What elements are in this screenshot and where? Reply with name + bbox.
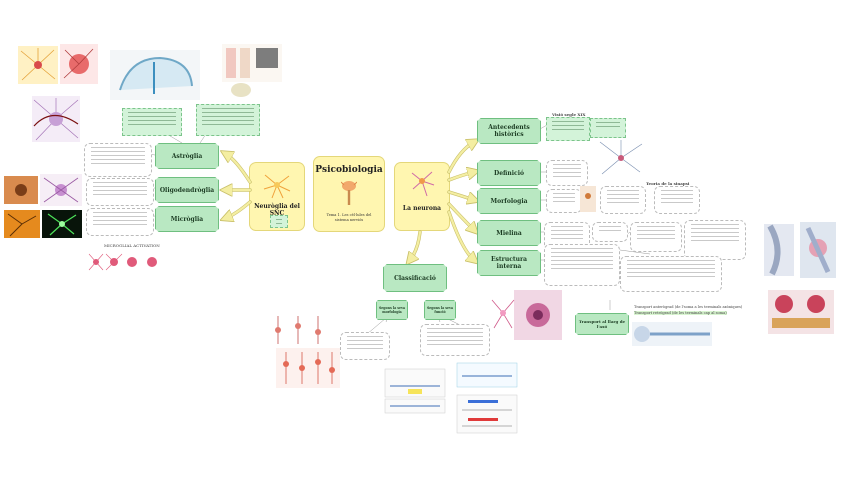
note-astro-green-2 (196, 104, 260, 136)
neuron-image-small (580, 186, 596, 212)
function-diagram-4 (456, 394, 518, 434)
central-topic-title: Psicobiologia (315, 165, 383, 175)
note-sinapsi-2 (654, 186, 700, 214)
neuron-icon (411, 171, 435, 197)
myelin-image-1 (764, 224, 794, 276)
golgi-drawing (599, 140, 643, 175)
node-microglia-label: Micròglia (170, 215, 204, 223)
note-definicio (546, 160, 588, 186)
microglial-activation-label: MICROGLIAL ACTIVATION (104, 243, 160, 248)
note-astro-green-1 (122, 108, 182, 136)
astrocyte-image-2 (60, 44, 98, 84)
node-definicio-label: Definició (494, 169, 524, 177)
note-estructura (544, 244, 620, 286)
node-oligodendroglia-label: Oligodendròglia (159, 186, 215, 194)
central-topic-subtitle: Tema 1. Les cèl·lules del sistema nervió… (326, 213, 372, 222)
microglia-activation-row (88, 253, 157, 271)
node-astroglia[interactable]: Astròglia (155, 143, 219, 169)
node-transport[interactable]: Transport al llarg de l'axó (575, 313, 629, 335)
note-microglia (86, 208, 154, 236)
synapse-title-label: Teoria de la sinapsi (646, 181, 690, 186)
note-estructura-2 (630, 222, 682, 252)
node-morfologia[interactable]: Morfologia (477, 188, 541, 214)
transport-label-2: Transport retrògrad (de les terminals ca… (634, 311, 727, 315)
node-transport-label: Transport al llarg de l'axó (578, 319, 626, 329)
node-estructura[interactable]: Estructura interna (477, 250, 541, 276)
astrocyte-image-1 (18, 46, 58, 84)
function-diagram-1 (384, 368, 446, 398)
node-microglia[interactable]: Micròglia (155, 206, 219, 232)
function-diagram-3 (384, 398, 446, 414)
node-classificacio-label: Classificació (394, 274, 436, 282)
oligodendrocyte-image-1 (4, 176, 38, 204)
neuroglia-title: Neuròglia del SNC (254, 203, 300, 217)
note-antecedents (546, 117, 590, 141)
myelin-image-3 (768, 290, 834, 334)
organelles-image (514, 290, 562, 340)
hist-title-label: Visió segle XIX (552, 112, 586, 117)
neuron-illustration (341, 181, 357, 205)
neuroglia-note (270, 215, 288, 228)
brain-diagram (110, 50, 200, 100)
node-estructura-label: Estructura interna (490, 256, 528, 270)
neuron-card[interactable]: La neurona (395, 163, 449, 230)
node-classif-morfologia-label: Segons la seva morfologia (378, 306, 406, 314)
morphology-types-image (275, 316, 321, 344)
microglia-image-1 (4, 210, 40, 238)
function-diagram-2 (456, 362, 518, 388)
note-oligodendroglia (86, 178, 154, 206)
node-classificacio[interactable]: Classificació (383, 264, 447, 292)
spinal-image (231, 83, 251, 97)
node-definicio[interactable]: Definició (477, 160, 541, 186)
node-astroglia-label: Astròglia (171, 152, 203, 160)
neuron-types-image (276, 348, 340, 388)
note-mielina-2 (592, 222, 628, 242)
node-mielina[interactable]: Mielina (477, 220, 541, 246)
histology-image (222, 44, 282, 82)
axon-transport-image (632, 322, 712, 346)
note-estructura-4 (620, 256, 722, 292)
oligodendrocyte-image-2 (40, 174, 82, 206)
node-morfologia-label: Morfologia (490, 197, 528, 205)
note-estructura-3 (684, 220, 746, 260)
neuron-title: La neurona (402, 205, 442, 212)
central-topic-card[interactable]: Psicobiologia Tema 1. Les cèl·lules del … (314, 157, 384, 231)
myelin-image-2 (800, 222, 836, 278)
node-classif-morfologia[interactable]: Segons la seva morfologia (376, 300, 408, 320)
neuroglia-card[interactable]: Neuròglia del SNC (250, 163, 304, 230)
microglia-image-2 (42, 210, 82, 238)
note-classif-morfologia (340, 332, 390, 360)
transport-label-1: Transport anterògrad (de l'soma a les te… (634, 305, 743, 309)
node-classif-funcio[interactable]: Segons la seva funció (424, 300, 456, 320)
note-astroglia (84, 143, 152, 177)
node-classif-funcio-label: Segons la seva funció (426, 306, 454, 314)
astrocyte-image-3 (32, 96, 80, 142)
node-antecedents[interactable]: Antecedents històrics (477, 118, 541, 144)
node-oligodendroglia[interactable]: Oligodendròglia (155, 177, 219, 203)
note-sinapsi-1 (600, 186, 646, 214)
node-antecedents-label: Antecedents històrics (488, 124, 530, 138)
neuron-sketch-small (491, 299, 515, 329)
note-classif-funcio (420, 324, 490, 356)
note-antecedents-2 (590, 118, 626, 138)
note-morfologia (546, 189, 582, 213)
node-mielina-label: Mielina (496, 229, 522, 237)
astrocyte-icon (263, 174, 291, 199)
